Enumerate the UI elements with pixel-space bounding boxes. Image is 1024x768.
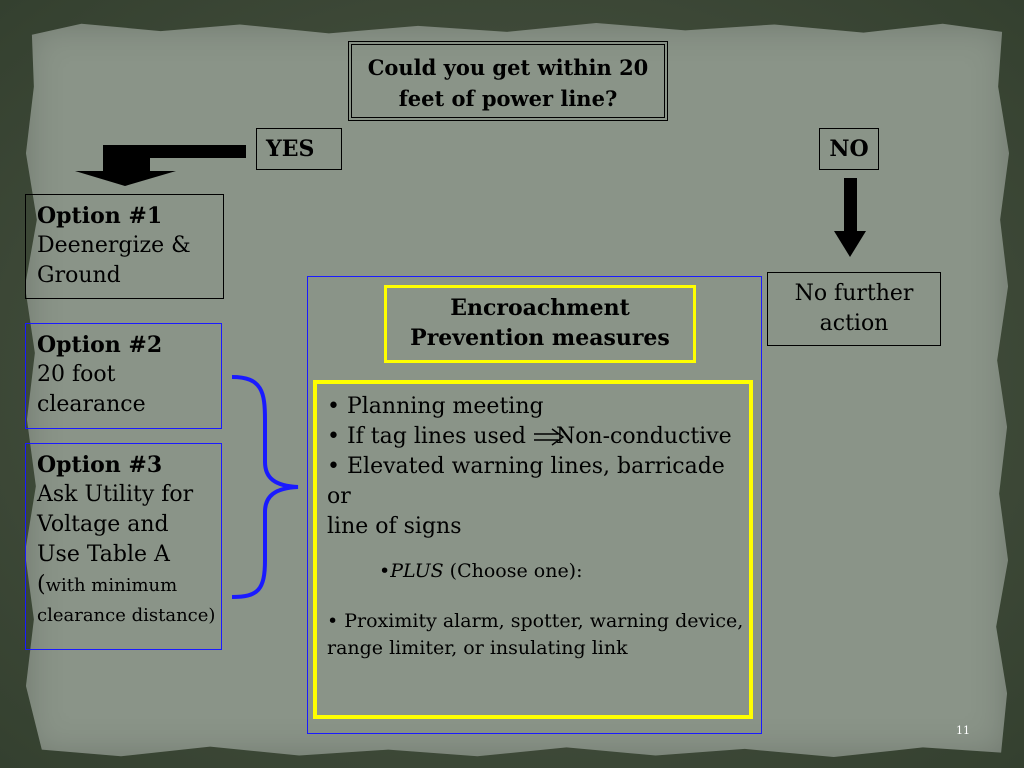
measure-planning-meeting: • Planning meeting xyxy=(327,394,544,419)
page-number: 11 xyxy=(956,724,970,737)
measure-tag-lines-text: • If tag lines used xyxy=(327,424,526,449)
no-action-line-1: No further xyxy=(794,281,914,306)
encroachment-line-2: Prevention measures xyxy=(410,325,670,351)
option-3-note-2: clearance distance) xyxy=(37,605,216,626)
measure-tag-lines: • If tag lines used Non-conductive xyxy=(327,422,749,452)
proximity-line-2: range limiter, or insulating link xyxy=(327,637,628,659)
option-2-line-2: clearance xyxy=(37,392,146,417)
measures-box: • Planning meeting • If tag lines used No… xyxy=(313,380,753,719)
no-action-line-2: action xyxy=(819,311,889,336)
option-1-line-2: Ground xyxy=(37,263,121,288)
option-3-line-3: Use Table A xyxy=(37,542,170,567)
no-arrow-icon xyxy=(834,178,866,257)
encroachment-group-frame xyxy=(307,276,762,734)
option-3-paren: ( xyxy=(37,572,46,597)
yes-box: YES xyxy=(256,128,342,170)
encroachment-line-1: Encroachment xyxy=(450,295,630,321)
plus-word: PLUS xyxy=(390,560,444,582)
encroachment-title-box: Encroachment Prevention measures xyxy=(384,285,696,363)
yes-label: YES xyxy=(266,136,315,162)
measure-non-conductive: Non-conductive xyxy=(555,424,732,449)
option-2-line-1: 20 foot xyxy=(37,362,116,387)
plus-choose-one: •PLUS (Choose one): xyxy=(327,556,749,586)
question-box: Could you get within 20 feet of power li… xyxy=(348,41,668,121)
yes-arrow-icon xyxy=(75,145,246,186)
option-3-title: Option #3 xyxy=(37,452,163,478)
plus-rest: (Choose one): xyxy=(443,560,583,582)
option-3-box: Option #3 Ask Utility for Voltage and Us… xyxy=(25,443,222,650)
option-3-note-1: (with minimum xyxy=(37,570,221,601)
option-3-line-2: Voltage and xyxy=(37,512,169,537)
measure-warning-lines-2: line of signs xyxy=(327,514,462,539)
option-3-small-1: with minimum xyxy=(45,575,178,596)
implies-arrow-icon xyxy=(533,428,565,446)
option-1-box: Option #1 Deenergize & Ground xyxy=(25,194,224,299)
option-1-line-1: Deenergize & xyxy=(37,233,191,258)
no-further-action-box: No further action xyxy=(767,272,941,346)
proximity-line-1: • Proximity alarm, spotter, warning devi… xyxy=(327,610,744,632)
no-box: NO xyxy=(819,128,879,170)
question-line-1: Could you get within 20 xyxy=(367,55,649,80)
brace-icon xyxy=(231,375,299,599)
measure-warning-lines-1: • Elevated warning lines, barricade or xyxy=(327,454,725,509)
plus-bullet: • xyxy=(379,560,391,582)
option-2-title: Option #2 xyxy=(37,332,163,358)
proximity-options: • Proximity alarm, spotter, warning devi… xyxy=(327,608,749,662)
question-line-2: feet of power line? xyxy=(398,86,618,111)
no-label: NO xyxy=(829,136,869,162)
option-1-title: Option #1 xyxy=(37,203,163,229)
option-2-box: Option #2 20 foot clearance xyxy=(25,323,222,429)
option-3-line-1: Ask Utility for xyxy=(37,482,194,507)
